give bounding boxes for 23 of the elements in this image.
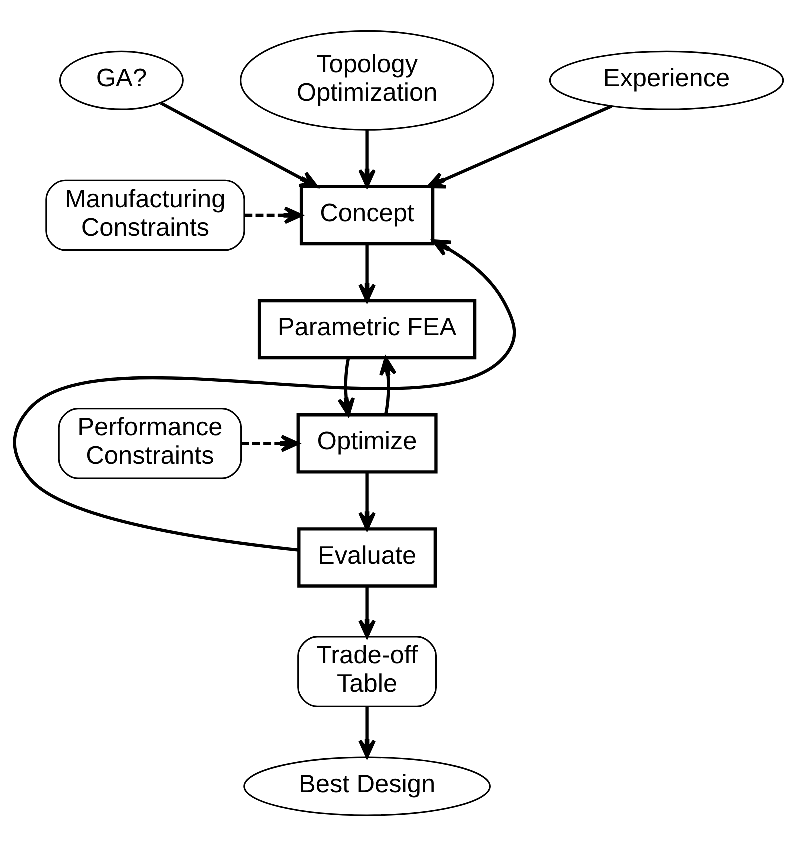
node-box: Manufacturing Constraints (46, 180, 246, 252)
node-ellipse: GA? (59, 50, 184, 110)
arrow (241, 434, 300, 452)
arrow (427, 104, 612, 189)
arrow (13, 240, 516, 552)
arrow (358, 586, 376, 638)
node-box: Parametric FEA (258, 299, 477, 360)
arrow (160, 102, 318, 188)
arrow (358, 130, 376, 188)
node-box: Trade-off Table (298, 636, 438, 708)
node-box: Evaluate (298, 528, 438, 588)
arrow (358, 472, 376, 531)
node-box: Concept (300, 185, 435, 246)
arrow (338, 358, 356, 417)
arrow (358, 244, 376, 302)
node-box: Performance Constraints (58, 408, 242, 480)
arrow (358, 706, 376, 758)
arrow (380, 357, 397, 416)
node-ellipse: Topology Optimization (240, 30, 495, 131)
node-ellipse: Best Design (244, 756, 491, 816)
node-box: Optimize (296, 414, 438, 474)
arrow (244, 206, 303, 224)
node-ellipse: Experience (549, 50, 784, 110)
